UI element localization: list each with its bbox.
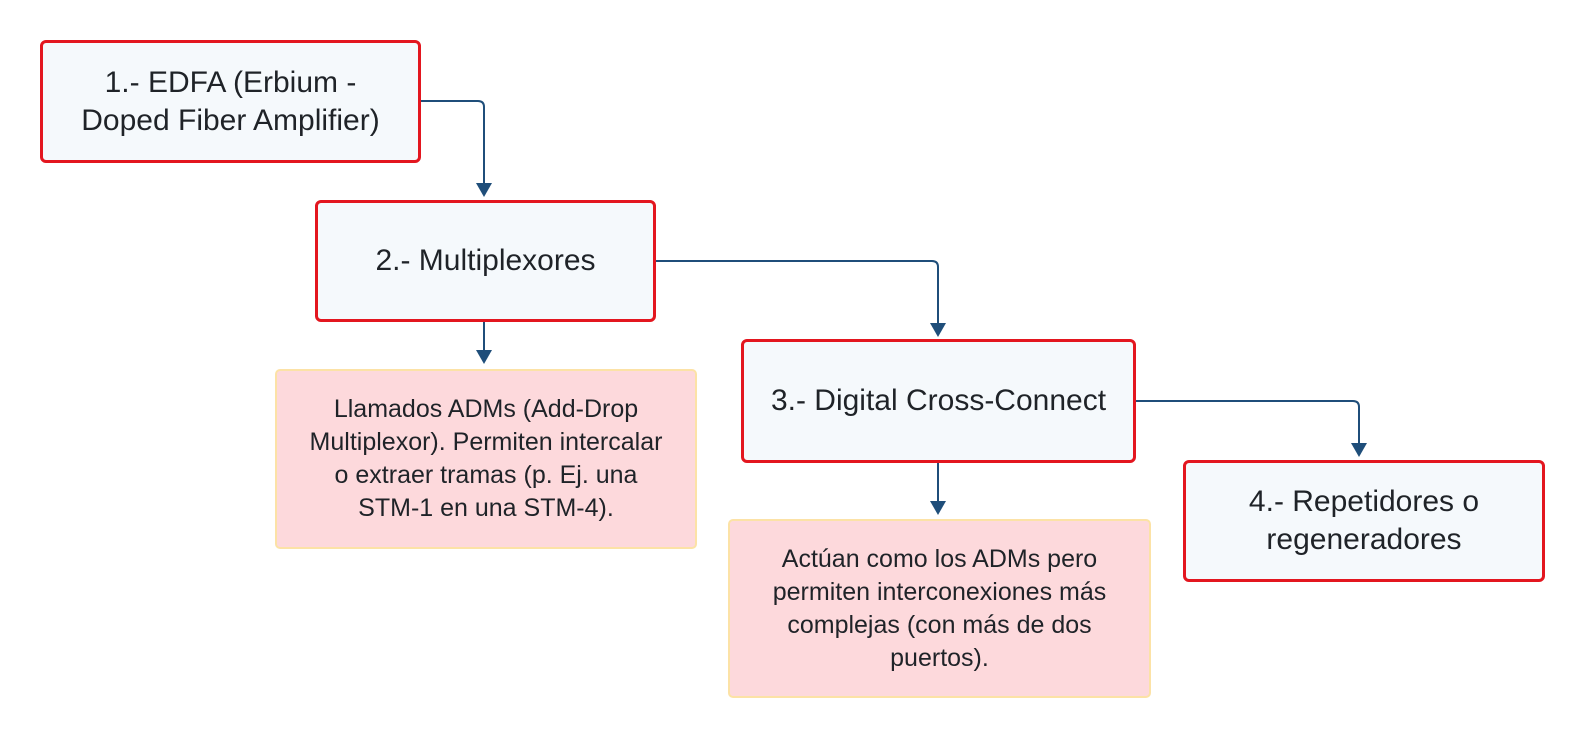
node-repetidores-line-2: regeneradores xyxy=(1266,523,1462,556)
node-repetidores-text: 4.- Repetidores o regeneradores xyxy=(1249,483,1479,559)
node-multiplexores: 2.- Multiplexores xyxy=(315,200,656,322)
node-repetidores: 4.- Repetidores o regeneradores xyxy=(1183,460,1545,582)
note-adms-text: Llamados ADMs (Add-Drop Multiplexor). Pe… xyxy=(310,393,663,525)
note-adms: Llamados ADMs (Add-Drop Multiplexor). Pe… xyxy=(275,369,697,549)
note-dxc-text: Actúan como los ADMs pero permiten inter… xyxy=(773,543,1107,675)
note-adms-line-2: Multiplexor). Permiten intercalar xyxy=(309,428,663,456)
connector-edfa-to-multiplexores xyxy=(419,100,485,183)
node-multiplexores-label: 2.- Multiplexores xyxy=(375,244,596,277)
note-adms-line-4: STM-1 en una STM-4). xyxy=(358,494,614,522)
note-adms-line-1: Llamados ADMs (Add-Drop xyxy=(333,395,639,423)
node-edfa-line-2: Doped Fiber Amplifier) xyxy=(81,103,380,137)
node-repetidores-line-1: 4.- Repetidores o xyxy=(1248,485,1480,518)
arrowhead-cross-connect xyxy=(930,323,946,337)
note-dxc-line-1: Actúan como los ADMs pero xyxy=(781,544,1098,573)
arrowhead-multiplexores xyxy=(476,183,492,197)
note-adms-line-3: o extraer tramas (p. Ej. una xyxy=(334,461,638,489)
node-edfa-text: 1.- EDFA (Erbium - Doped Fiber Amplifier… xyxy=(81,64,379,140)
note-dxc-line-2: permiten interconexiones más xyxy=(772,577,1107,606)
arrowhead-adms-note xyxy=(476,350,492,364)
note-digital-cross-connect: Actúan como los ADMs pero permiten inter… xyxy=(728,519,1151,698)
node-digital-cross-connect: 3.- Digital Cross-Connect xyxy=(741,339,1136,463)
node-digital-cross-connect-label: 3.- Digital Cross-Connect xyxy=(770,384,1107,417)
connector-cross-connect-to-repetidores xyxy=(1134,400,1360,443)
note-dxc-line-4: puertos). xyxy=(890,643,989,672)
arrowhead-repetidores xyxy=(1351,443,1367,457)
note-dxc-line-3: complejas (con más de dos xyxy=(787,610,1092,639)
connector-multiplexores-to-cross-connect xyxy=(654,260,939,323)
node-edfa: 1.- EDFA (Erbium - Doped Fiber Amplifier… xyxy=(40,40,421,163)
arrowhead-dxc-note xyxy=(930,501,946,515)
node-edfa-line-1: 1.- EDFA (Erbium - xyxy=(104,65,357,99)
